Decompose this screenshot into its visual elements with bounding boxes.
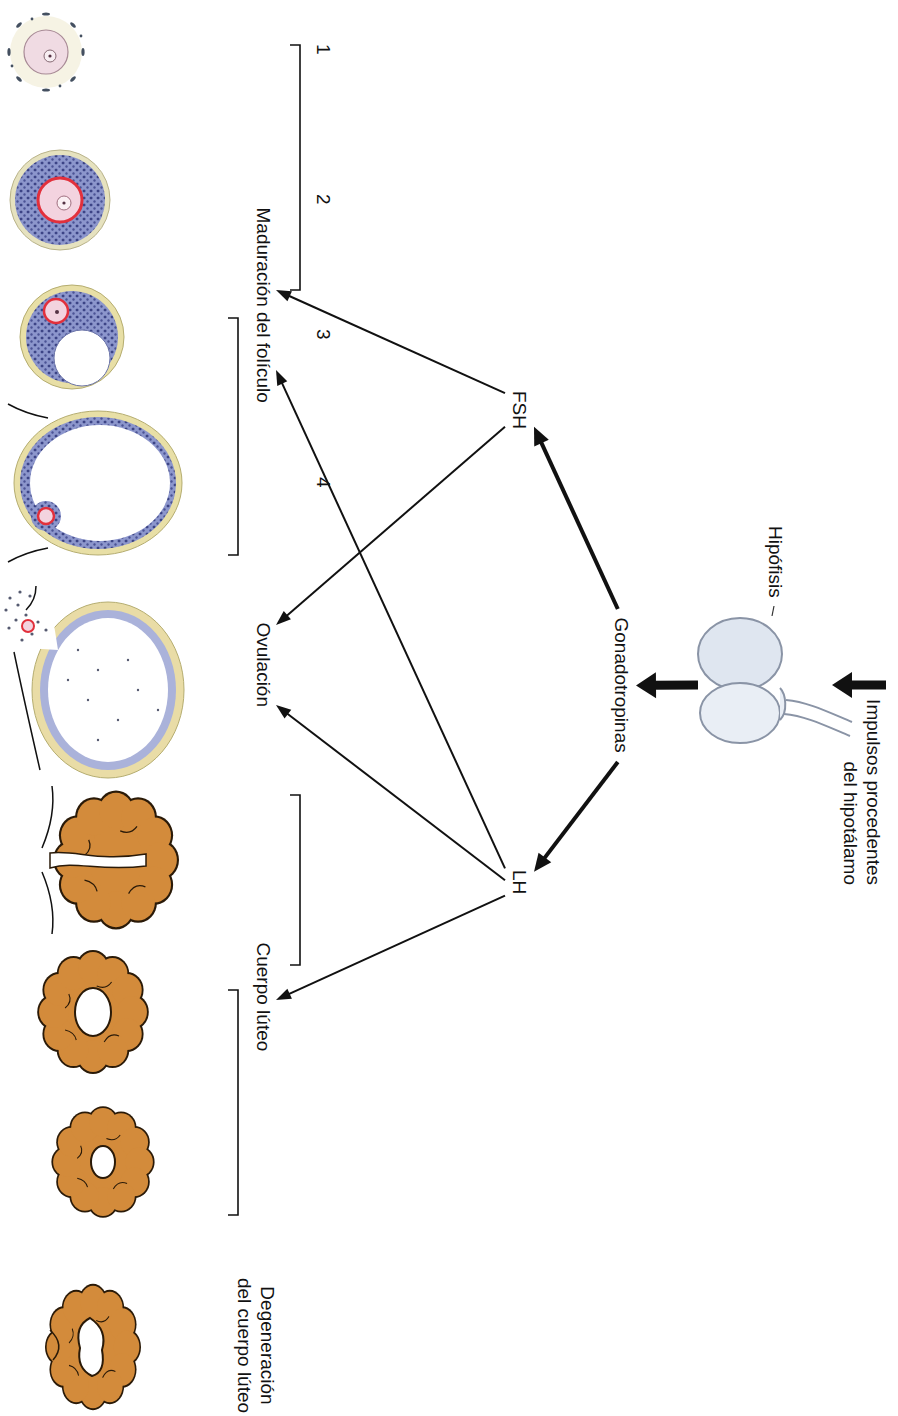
node-text: Gonadotropinas xyxy=(609,618,632,753)
corpus-luteum xyxy=(37,950,149,1074)
callout-number: 2 xyxy=(311,194,334,205)
bracket xyxy=(228,45,300,1215)
arrow-head xyxy=(276,370,287,386)
node-text: LH xyxy=(507,870,530,894)
hormone-arrow xyxy=(832,672,886,698)
connector-line xyxy=(543,762,618,860)
stage-label: Maduración del folículo xyxy=(249,203,276,408)
arrow-head xyxy=(636,672,656,698)
node-text: Maduración del folículo xyxy=(251,208,274,403)
primary-follicle xyxy=(10,150,110,250)
connector-line xyxy=(288,896,505,995)
arrow-head xyxy=(534,427,549,447)
node-text: Impulsos procedentes del hipotálamo xyxy=(838,690,884,885)
hormone-arrow xyxy=(534,762,618,872)
node-text: Hipófisis xyxy=(763,526,786,598)
hormone-arrow xyxy=(636,672,698,698)
arrow-head xyxy=(832,672,852,698)
stage-label: Ovulación xyxy=(249,618,276,713)
node-text: Ovulación xyxy=(251,623,274,708)
hormone-arrow xyxy=(276,427,505,625)
connector-line xyxy=(653,681,698,690)
hormone-arrow xyxy=(276,896,505,1000)
arrow-head xyxy=(276,705,291,718)
arrow-head xyxy=(276,290,292,301)
arrow-head xyxy=(276,611,291,625)
corpus-luteum xyxy=(51,1106,154,1218)
primordial-follicle xyxy=(7,12,84,91)
hormone-label: FSH xyxy=(505,386,532,434)
callout-number: 1 xyxy=(311,44,334,55)
arrow-head xyxy=(276,989,292,1000)
stage-label: Degeneración del cuerpo lúteo xyxy=(232,1272,278,1416)
degenerating-corpus-luteum xyxy=(45,1284,141,1410)
ovulating-follicle xyxy=(4,586,184,778)
arrow-head xyxy=(534,853,551,872)
hormone-arrow xyxy=(276,290,505,393)
input-label: Impulsos procedentes del hipotálamo xyxy=(836,676,886,890)
hormone-group-label: Gonadotropinas xyxy=(607,613,634,758)
corpus-luteum xyxy=(42,786,179,934)
node-text: FSH xyxy=(507,391,530,429)
connector-line xyxy=(849,681,886,690)
secondary-follicle xyxy=(20,285,124,389)
hormone-label: LH xyxy=(505,865,532,899)
stage-label: Cuerpo lúteo xyxy=(249,938,276,1057)
callout-number: 3 xyxy=(311,329,334,340)
node-text: Cuerpo lúteo xyxy=(251,943,274,1052)
connector-line xyxy=(286,427,505,617)
connector-line xyxy=(540,441,617,609)
connector-line xyxy=(286,713,505,881)
connector-line xyxy=(288,295,505,393)
gland-node: Hipófisis xyxy=(698,520,832,750)
hormone-arrow xyxy=(534,427,618,609)
mature-follicle xyxy=(8,404,182,562)
pituitary-gland xyxy=(698,606,852,743)
hormone-arrow xyxy=(276,705,505,880)
callout-number: 4 xyxy=(311,477,334,488)
